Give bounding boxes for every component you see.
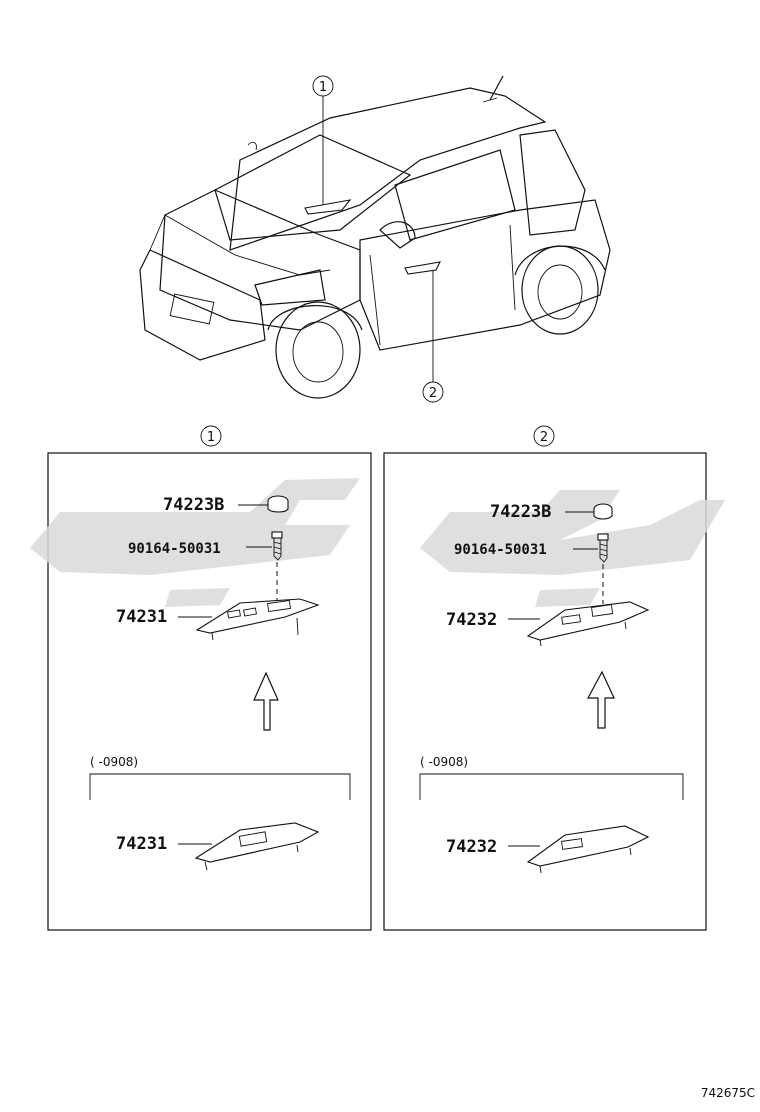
- p2-screw-label: 90164-50031: [454, 542, 547, 558]
- car-illustration: [139, 75, 611, 399]
- panel-2-header-circle: [533, 425, 555, 447]
- p2-cap-label: 74223B: [490, 502, 551, 522]
- callout-1-label: 1: [319, 80, 327, 95]
- callout-2-label: 2: [429, 386, 437, 401]
- p1-panel-new-label: 74231: [116, 607, 167, 627]
- panel-2-frame: [383, 452, 707, 931]
- p2-screw-head: [597, 533, 609, 541]
- panel-1-parts: 74223B 90164-50031 74231 ( -0908) 74231: [89, 495, 351, 871]
- panel-1: 1: [47, 425, 372, 931]
- p1-screw-head: [271, 531, 283, 539]
- p2-panel-new-part: [526, 601, 650, 641]
- p2-panel-old-part: [526, 825, 650, 867]
- p1-panel-new-part: [195, 598, 320, 634]
- p2-arrow: [586, 670, 615, 729]
- panel-1-header-circle: [200, 425, 222, 447]
- p2-panel-new-label: 74232: [446, 610, 497, 630]
- p1-panel-old-label: 74231: [116, 834, 167, 854]
- diagram-id: 742675C: [701, 1086, 755, 1100]
- callout-2: 2: [422, 381, 444, 403]
- panel-1-frame: [47, 452, 372, 931]
- p1-panel-old-part: [194, 822, 320, 863]
- p1-range-bracket: [89, 773, 351, 800]
- p2-range-note: ( -0908): [420, 755, 468, 769]
- panel-2: 2: [383, 425, 707, 931]
- p1-cap-label: 74223B: [163, 495, 224, 515]
- p1-arrow: [253, 671, 279, 731]
- panel-1-header: 1: [207, 430, 215, 445]
- callout-1: 1: [312, 75, 334, 97]
- p1-screw-label: 90164-50031: [128, 541, 221, 557]
- panel-2-header: 2: [540, 430, 548, 445]
- p1-range-note: ( -0908): [90, 755, 138, 769]
- p2-range-bracket: [419, 773, 684, 800]
- p2-panel-old-label: 74232: [446, 837, 497, 857]
- panel-2-parts: 74223B 90164-50031 74232 ( -0908) 74232: [419, 502, 684, 874]
